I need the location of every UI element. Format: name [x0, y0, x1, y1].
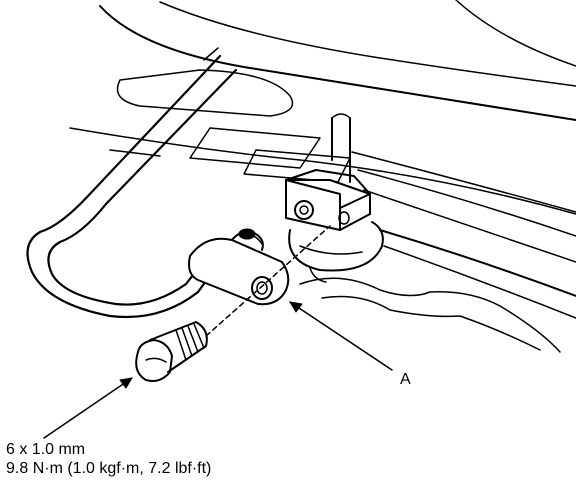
rubber-bushing	[288, 221, 384, 283]
panel-cutouts	[109, 69, 351, 183]
callout-a-label: A	[400, 371, 411, 388]
torque-spec: 6 x 1.0 mm 9.8 N·m (1.0 kgf·m, 7.2 lbf·f…	[6, 440, 211, 478]
bolt-size-text: 6 x 1.0 mm	[6, 441, 86, 458]
frame-rails	[351, 151, 576, 319]
body-panel	[69, 0, 576, 215]
stabilizer-link	[331, 113, 351, 183]
bracket-block	[285, 169, 371, 231]
lower-trim	[299, 277, 561, 353]
alignment-line	[205, 225, 331, 337]
pipe	[26, 47, 238, 319]
bolt	[135, 321, 208, 382]
callout-a-leader	[289, 301, 393, 371]
pipe-clamp	[188, 228, 290, 306]
torque-value-text: 9.8 N·m (1.0 kgf·m, 7.2 lbf·ft)	[6, 460, 212, 477]
bolt-leader	[43, 377, 133, 439]
